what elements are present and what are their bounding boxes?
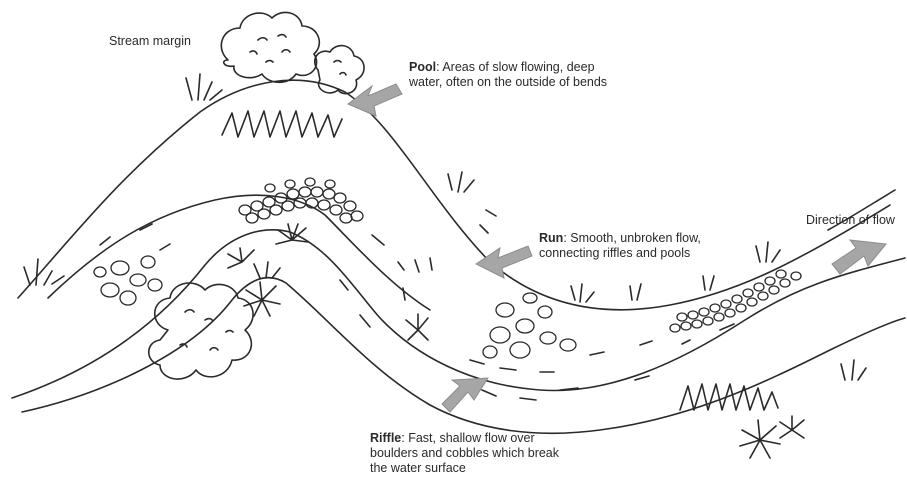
run-desc-1: : Smooth, unbroken flow, [563,231,701,245]
pool-label: Pool: Areas of slow flowing, deep water,… [409,60,607,90]
riffle-desc-3: the water surface [370,461,590,476]
pool-term: Pool [409,60,436,74]
pool-desc-1: : Areas of slow flowing, deep [436,60,594,74]
riffle-desc-2: boulders and cobbles which break [370,446,590,461]
fern-plant [276,224,308,244]
bank-hatching [222,111,342,137]
upper-bank-line [18,80,890,310]
boulders-riffle [483,293,576,358]
run-term: Run [539,231,563,245]
riffle-label: Riffle: Fast, shallow flow over boulders… [370,431,590,476]
direction-label: Direction of flow [806,213,895,228]
stream-margin-label: Stream margin [109,34,191,49]
riffle-desc-1: : Fast, shallow flow over [401,431,534,445]
grass-tuft [186,74,222,100]
boulders-left [94,256,162,305]
run-label: Run: Smooth, unbroken flow, connecting r… [539,231,701,261]
pool-arrow [348,84,402,116]
shrub-top-small [315,46,364,94]
pool-line-1: Pool: Areas of slow flowing, deep [409,60,607,75]
lower-bank-line [22,278,905,434]
inner-bank-line [12,230,905,398]
riffle-term: Riffle [370,431,401,445]
riffle-line-1: Riffle: Fast, shallow flow over [370,431,590,446]
gravel-bar-upper [239,178,363,223]
shrub-top [221,12,319,82]
pool-desc-2: water, often on the outside of bends [409,75,607,90]
run-desc-2: connecting riffles and pools [539,246,701,261]
riffle-arrow [442,378,488,412]
run-line-1: Run: Smooth, unbroken flow, [539,231,701,246]
flow-direction-arrow [832,240,886,274]
